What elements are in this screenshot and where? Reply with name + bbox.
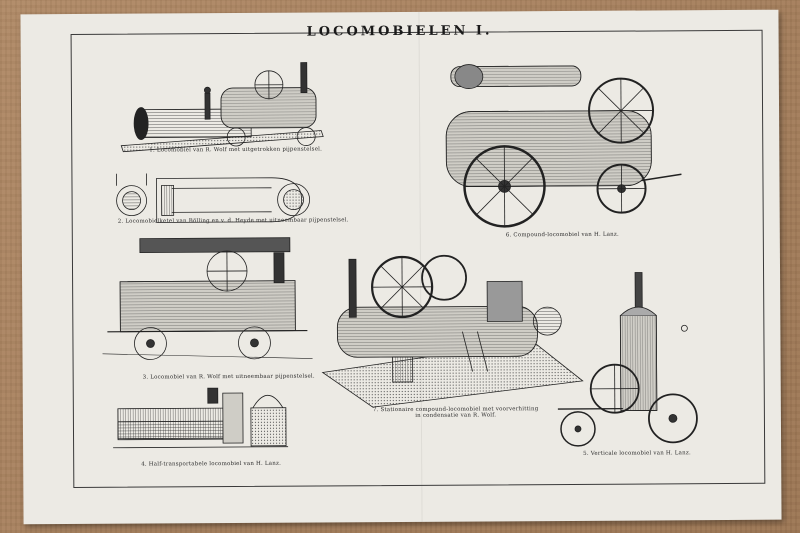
- fig7-stationary-compound-locomobile: [321, 254, 584, 408]
- caption-fig5: 5. Verticale locomobiel van H. Lanz.: [583, 450, 691, 457]
- caption-fig6: 6. Compound-locomobiel van H. Lanz.: [505, 231, 619, 239]
- engraving-print-sheet: LOCOMOBIELEN I.: [20, 9, 782, 525]
- caption-fig7: 7. Stationaire compound-locomobiel met v…: [372, 406, 539, 419]
- caption-fig1: 1. Locomobiel van R. Wolf met uitgetrokk…: [149, 146, 323, 154]
- fig4-half-transportable-locomobile: [113, 387, 289, 449]
- fig6-compound-locomobile: [445, 64, 682, 228]
- fig5-vertical-locomobile: [557, 272, 698, 447]
- fig1-locomobile-extracted-tubes: [120, 62, 324, 153]
- fig2-boiler-cross-sections: [116, 173, 310, 223]
- engravings: [102, 62, 698, 449]
- caption-fig4: 4. Half-transportabele locomobiel van H.…: [141, 460, 282, 468]
- caption-fig3: 3. Locomobiel van R. Wolf met uitneembaa…: [142, 373, 315, 381]
- fig3-wolf-locomobile: [102, 237, 313, 360]
